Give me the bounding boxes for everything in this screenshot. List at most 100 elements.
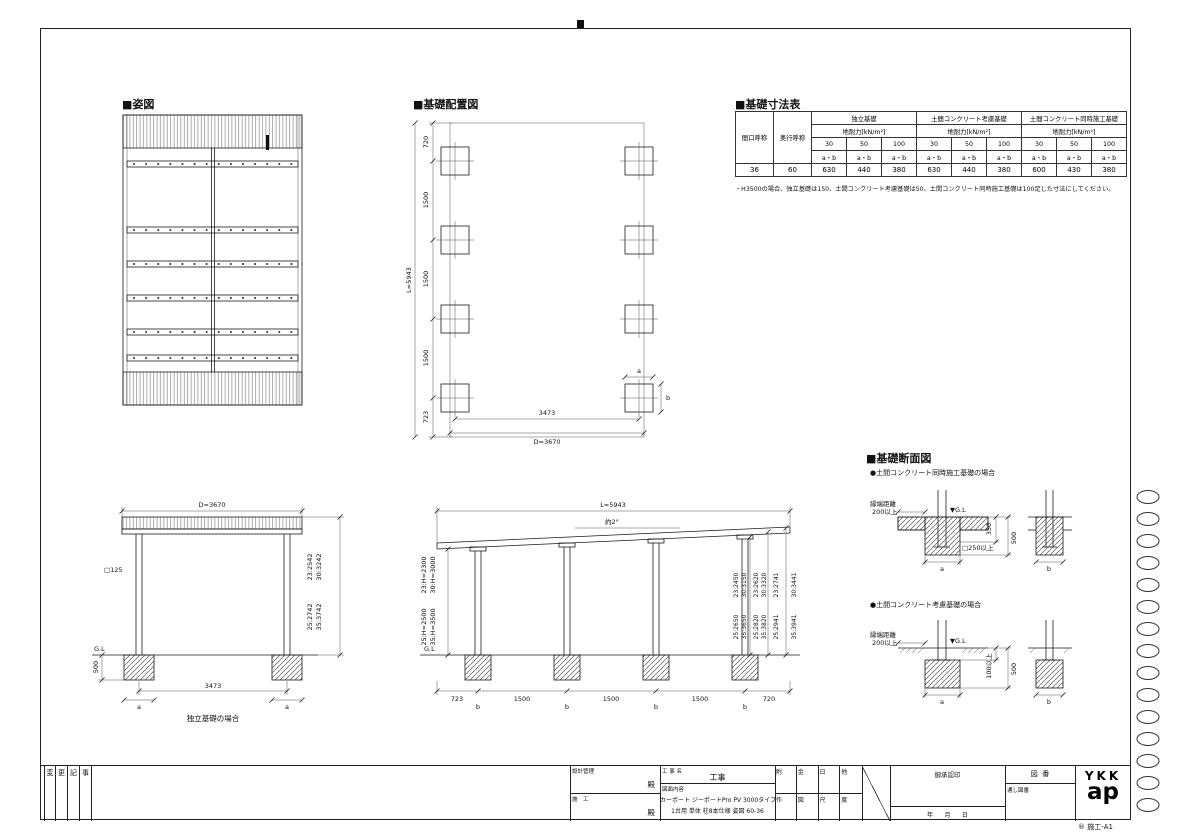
info-grid-cell: 金	[796, 766, 819, 794]
dim-a: a	[285, 703, 289, 711]
load-header: 100	[1091, 137, 1127, 151]
height-variant: 23:2620	[753, 572, 760, 597]
dim-1500: 1500	[422, 192, 430, 209]
height-variant: 25:2650	[733, 614, 740, 639]
revision-char-cell: 記	[68, 766, 80, 821]
ab-header: a・b	[1091, 150, 1127, 164]
dim-overall-length: L=5943	[405, 267, 413, 293]
dim-723: 723	[451, 695, 463, 703]
foundation-dimension-table: 間口呼称 奥行呼称 独立基礎 土間コンクリート考慮基礎 土間コンクリート同時施工…	[735, 111, 1127, 177]
ground-level-label: G.L	[424, 645, 435, 653]
height-variant: 25:2742	[306, 603, 314, 630]
load-header: 50	[846, 137, 882, 151]
construction-label: 施 工	[572, 797, 589, 803]
dim-720: 720	[422, 136, 430, 148]
revision-char: 事	[82, 769, 89, 777]
revision-char-cell: 変	[44, 766, 56, 821]
dim-foundation-depth: 500	[92, 661, 100, 673]
sheet-border	[40, 28, 1131, 820]
ab-header: a・b	[811, 150, 847, 164]
info-grid-cell: 他	[840, 766, 862, 794]
date-divider	[890, 806, 1005, 807]
info-grid-cell: 附	[775, 766, 797, 794]
table-cell: 380	[881, 163, 917, 177]
info-grid-cell: 日	[818, 766, 841, 794]
ykk-ap-logo: YKK ap	[1075, 766, 1131, 821]
info-grid-cell: 度	[841, 796, 848, 804]
table-cell: 440	[951, 163, 987, 177]
subheader-bearing: 地耐力[kN/m²]	[1021, 124, 1127, 138]
dim-b: b	[1047, 698, 1051, 706]
side-elevation-drawing: L=5943 約2° G.L 723 1500 1500 1500 720 b …	[420, 501, 800, 711]
header-maguchi: 間口呼称	[735, 111, 774, 164]
binding-holes	[1136, 490, 1160, 812]
info-grid-cell: 図	[797, 793, 819, 821]
ab-header: a・b	[951, 150, 987, 164]
divider	[1005, 783, 1075, 784]
ground-level-label: ▼G.L	[950, 637, 966, 645]
roof-mark	[266, 135, 269, 150]
approval-label: 御承認印	[934, 771, 961, 779]
dim-350: 350	[985, 523, 993, 535]
foundation-layout-title: ■基礎配置図	[413, 98, 479, 111]
group-header-considered: 土間コンクリート考慮基礎	[916, 111, 1022, 125]
drawing-number-label: 図 番	[1030, 770, 1050, 778]
height-variant: 35:H=3500	[429, 608, 437, 645]
load-header: 100	[881, 137, 917, 151]
height-variant: 35:3820	[761, 614, 768, 639]
dim-500: 500	[1010, 532, 1018, 544]
dim-a: a	[940, 565, 944, 573]
detail2-title: ●土間コンクリート考慮基礎の場合	[870, 601, 982, 609]
dim-1500: 1500	[422, 350, 430, 367]
slope-label: 約2°	[605, 517, 619, 526]
ab-header: a・b	[916, 150, 952, 164]
edge-distance-label: 縁端距離	[870, 499, 897, 508]
dim-a: a	[637, 367, 641, 375]
dim-overall-width: D=3670	[534, 438, 561, 446]
dim-b: b	[666, 394, 670, 402]
subheader-bearing: 地耐力[kN/m²]	[811, 124, 917, 138]
dim-a: a	[940, 698, 944, 706]
table-note: ・H3500の場合、独立基礎は150、土間コンクリート考慮基礎は50、土間コンク…	[735, 186, 1115, 193]
dim-100min: 100以上	[984, 653, 993, 679]
post-size-label: □125	[104, 566, 123, 574]
height-variant: 23:2741	[773, 572, 780, 597]
construction-cell: 施 工 殿	[570, 794, 660, 821]
detail1-title: ●土間コンクリート同時施工基礎の場合	[870, 469, 996, 477]
project-name: 工事	[709, 773, 726, 782]
foundation-section-title: ■基礎断面図	[866, 452, 932, 465]
design-supervision-label: 設計管理	[572, 769, 595, 775]
table-cell: 630	[916, 163, 952, 177]
dim-a: a	[137, 703, 141, 711]
dim-3473: 3473	[539, 409, 556, 417]
height-variant: 30:3242	[315, 553, 323, 580]
dim-b: b	[743, 703, 747, 711]
dim-500: 500	[1010, 663, 1018, 675]
table-cell: 36	[735, 163, 774, 177]
height-variant: 30:3441	[791, 572, 798, 597]
project-name-cell: 工 事 名 工事	[660, 766, 775, 784]
height-variant: 35:3941	[791, 614, 798, 639]
revision-char: 変	[46, 769, 54, 777]
group-header-simultaneous: 土間コンクリート同時施工基礎	[1021, 111, 1127, 125]
caption-independent-foundation: 独立基礎の場合	[187, 713, 240, 723]
dim-overall-length: L=5943	[600, 501, 626, 509]
dim-720: 720	[763, 695, 775, 703]
height-variant: 25:H=2500	[420, 608, 428, 645]
title-block: 変 更 記 事 設計管理 殿 施 工 殿 工 事 名 工事 図面内容 カーポート…	[40, 765, 1131, 821]
table-cell: 380	[1091, 163, 1127, 177]
info-grid-cell: 作	[775, 793, 797, 821]
ab-header: a・b	[1021, 150, 1057, 164]
scale-diagonal-cell	[862, 766, 890, 821]
revision-char-cell: 更	[56, 766, 68, 821]
load-header: 50	[951, 137, 987, 151]
date-label: 年 月 日	[927, 812, 968, 819]
header-okuyuki: 奥行呼称	[773, 111, 812, 164]
dim-b: b	[476, 703, 480, 711]
table-cell: 380	[986, 163, 1022, 177]
foundation-table-title: ■基礎寸法表	[735, 98, 801, 111]
front-elevation-drawing: D=3670 □125 G.L 500 3473 a a 独立基礎の場合 23:…	[92, 501, 344, 723]
dim-b: b	[654, 703, 658, 711]
